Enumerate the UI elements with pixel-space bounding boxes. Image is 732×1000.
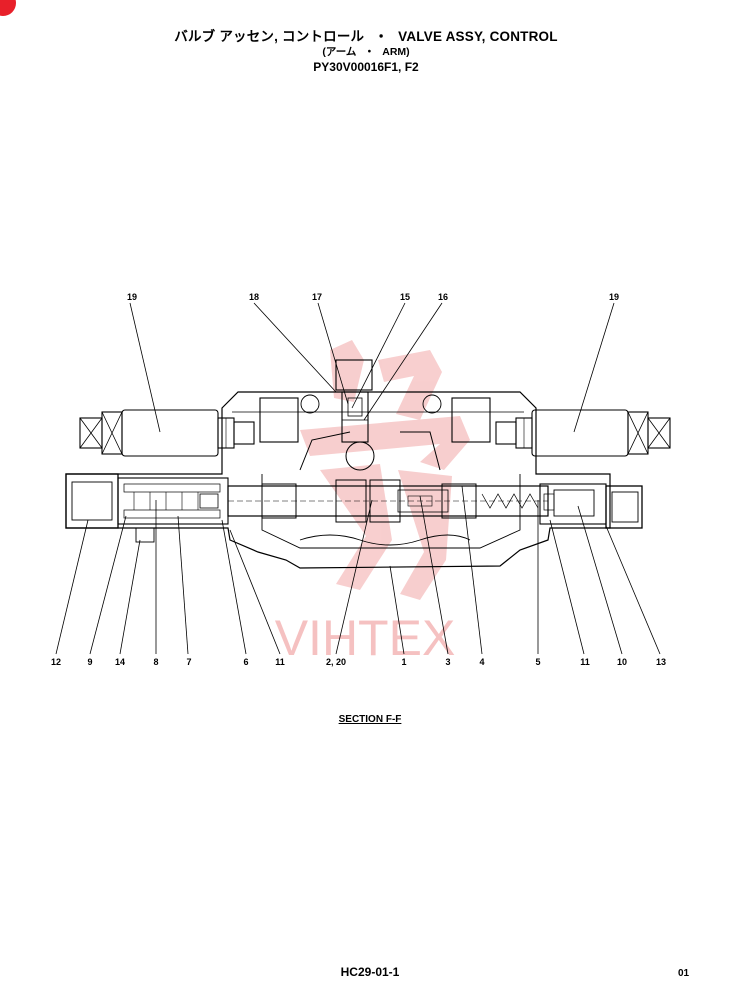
callout-2-20: 2, 20 bbox=[326, 657, 346, 667]
valve-body bbox=[65, 359, 643, 569]
page-header: バルブ アッセン, コントロール ・ VALVE ASSY, CONTROL (… bbox=[0, 28, 732, 75]
callout-19-right: 19 bbox=[609, 292, 619, 302]
corner-brand-mark bbox=[0, 0, 16, 16]
solenoid-left bbox=[79, 409, 255, 457]
page-subtitle: (アーム ・ ARM) bbox=[0, 45, 732, 59]
leader-lines bbox=[55, 302, 661, 655]
callout-19-left: 19 bbox=[127, 292, 137, 302]
callouts-bottom: 12 9 14 8 7 6 11 2, 20 1 3 4 5 11 10 13 bbox=[51, 657, 666, 667]
callout-18: 18 bbox=[249, 292, 259, 302]
subtitle-separator: ・ bbox=[364, 46, 375, 58]
callout-1: 1 bbox=[401, 657, 406, 667]
part-code: PY30V00016F1, F2 bbox=[313, 60, 419, 74]
callout-8: 8 bbox=[153, 657, 158, 667]
title-separator: ・ bbox=[374, 29, 389, 44]
subtitle-japanese: (アーム bbox=[322, 46, 357, 58]
title-english: VALVE ASSY, CONTROL bbox=[398, 29, 558, 44]
callout-9: 9 bbox=[87, 657, 92, 667]
callout-13: 13 bbox=[656, 657, 666, 667]
callout-10: 10 bbox=[617, 657, 627, 667]
callout-3: 3 bbox=[445, 657, 450, 667]
callout-11-right: 11 bbox=[580, 657, 590, 667]
callout-15: 15 bbox=[400, 292, 410, 302]
callout-7: 7 bbox=[186, 657, 191, 667]
callouts-top: 19 18 17 15 16 19 bbox=[127, 292, 619, 302]
subtitle-english: ARM) bbox=[382, 46, 410, 58]
footer-code: HC29-01-1 bbox=[340, 965, 400, 979]
callout-17: 17 bbox=[312, 292, 322, 302]
section-label: SECTION F-F bbox=[338, 714, 402, 725]
page-title: バルブ アッセン, コントロール ・ VALVE ASSY, CONTROL bbox=[0, 28, 732, 45]
watermark: VIHTEX bbox=[275, 340, 470, 666]
watermark-text: VIHTEX bbox=[275, 610, 456, 666]
callout-14: 14 bbox=[115, 657, 125, 667]
callout-12: 12 bbox=[51, 657, 61, 667]
callout-11-left: 11 bbox=[275, 657, 285, 667]
callout-4: 4 bbox=[479, 657, 484, 667]
solenoid-right bbox=[495, 409, 671, 457]
page-number: 01 bbox=[678, 968, 690, 979]
callout-5: 5 bbox=[535, 657, 540, 667]
title-japanese: バルブ アッセン, コントロール bbox=[174, 29, 365, 44]
callout-6: 6 bbox=[243, 657, 248, 667]
callout-16: 16 bbox=[438, 292, 448, 302]
